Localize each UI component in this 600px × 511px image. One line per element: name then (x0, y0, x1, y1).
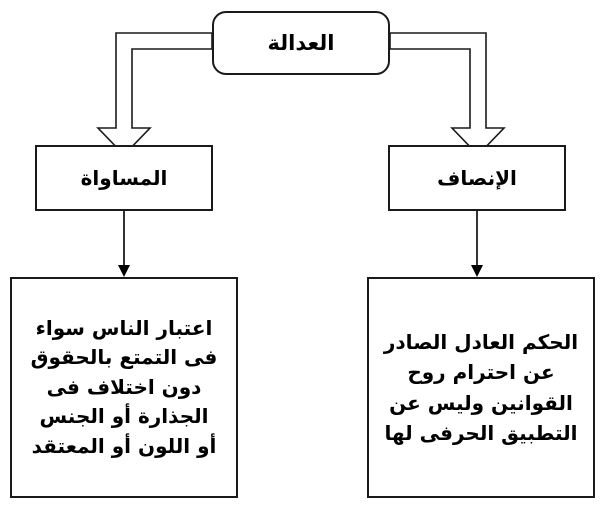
node-equity[interactable]: الإنصاف (388, 145, 566, 211)
connector-equity-to-detail (471, 211, 483, 277)
node-justice-label: العدالة (267, 31, 335, 55)
connector-equality-to-detail (118, 211, 130, 277)
node-equality[interactable]: المساواة (35, 145, 213, 211)
connector-root-to-equality (96, 32, 213, 157)
node-equity-detail-label: الحكم العادل الصادر عن احترام روح القوان… (383, 329, 579, 445)
node-justice[interactable]: العدالة (212, 11, 390, 75)
node-equality-detail[interactable]: اعتبار الناس سواء فى التمتع بالحقوق دون … (10, 277, 238, 498)
node-equity-detail[interactable]: الحكم العادل الصادر عن احترام روح القوان… (367, 277, 595, 498)
node-equality-label: المساواة (80, 166, 168, 190)
node-equity-label: الإنصاف (437, 166, 517, 190)
node-equality-detail-label: اعتبار الناس سواء فى التمتع بالحقوق دون … (30, 315, 218, 458)
connector-root-to-equity (389, 32, 506, 157)
